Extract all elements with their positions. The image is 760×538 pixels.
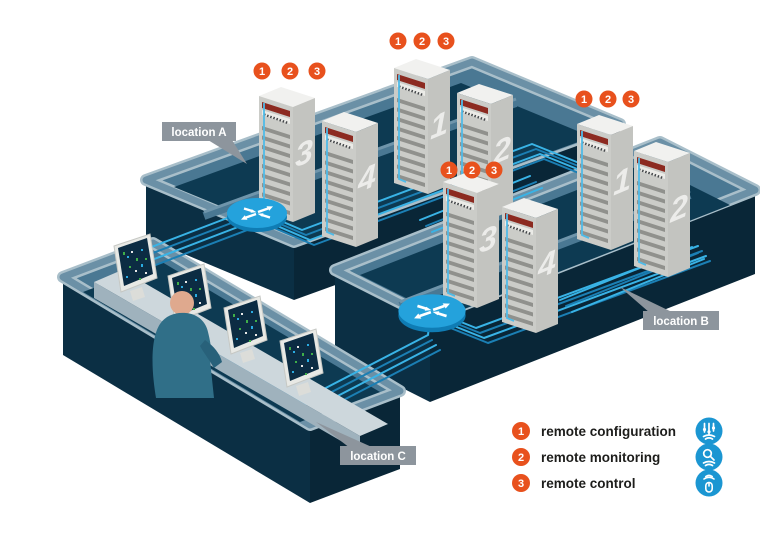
rack-number: 4 [537, 243, 556, 287]
badge-number: 2 [469, 165, 475, 177]
location-c-tag: location C [316, 422, 416, 465]
badge-2 [463, 161, 481, 179]
badge-group-b-back: 1 2 3 [575, 90, 640, 108]
badge-group-a-front: 1 2 3 [253, 62, 326, 80]
location-c-label: location C [350, 451, 406, 463]
legend-badge-number: 1 [518, 426, 524, 438]
badge-2 [599, 90, 617, 108]
racks-location-b-front: 3 4 [441, 171, 560, 335]
tag-box [643, 311, 719, 330]
legend-row-2: 2 remote monitoring [512, 443, 723, 471]
badge-1 [440, 161, 458, 179]
racks-location-a-back: 1 2 [392, 57, 515, 221]
tag-pointer [208, 140, 247, 164]
badge-number: 3 [628, 94, 634, 106]
badge-group-a-back: 1 2 3 [389, 32, 455, 50]
badge-number: 2 [605, 94, 611, 106]
badge-number: 3 [443, 36, 449, 48]
badge-1 [575, 90, 593, 108]
location-a-label: location A [171, 127, 226, 139]
location-a-tag: location A [162, 122, 247, 164]
legend-label-monitoring: remote monitoring [541, 450, 660, 465]
legend-badge-number: 3 [518, 478, 524, 490]
legend-badge-1 [512, 422, 530, 440]
badge-number: 3 [491, 165, 497, 177]
racks-location-a-front: 3 4 [257, 85, 380, 249]
badge-3 [308, 62, 326, 80]
legend-label-configuration: remote configuration [541, 424, 676, 439]
mouse-icon [695, 469, 723, 497]
badge-1 [253, 62, 271, 80]
sliders-icon [695, 417, 723, 445]
badge-2 [413, 32, 431, 50]
legend-label-control: remote control [541, 476, 636, 491]
rack-number: 1 [613, 160, 631, 203]
badge-3 [437, 32, 455, 50]
legend-badge-3 [512, 474, 530, 492]
operator-person [152, 291, 222, 398]
tag-pointer [316, 422, 374, 448]
badge-number: 2 [419, 36, 425, 48]
tag-pointer [620, 287, 674, 313]
legend: 1 remote configuration 2 remote monitori… [512, 417, 723, 497]
badge-number: 1 [259, 66, 265, 78]
tag-box [162, 122, 236, 141]
badge-number: 1 [581, 94, 587, 106]
location-b-label: location B [653, 316, 709, 328]
legend-badge-2 [512, 448, 530, 466]
location-b-tag: location B [620, 287, 719, 330]
badge-3 [622, 90, 640, 108]
racks-location-b-back: 1 2 [575, 113, 692, 279]
platform-b-slab-left [335, 270, 430, 402]
person-body [152, 312, 214, 398]
rack-number: 2 [492, 129, 511, 173]
rack-number: 4 [357, 157, 376, 201]
router-icon-b [397, 292, 467, 334]
badge-1 [389, 32, 407, 50]
router-icon-a [225, 196, 289, 234]
person-head [170, 291, 194, 315]
person-arm [200, 340, 222, 368]
rack-number: 2 [669, 187, 688, 231]
badge-number: 1 [395, 36, 401, 48]
tag-box [340, 446, 416, 465]
badge-number: 3 [314, 66, 320, 78]
badge-3 [485, 161, 503, 179]
badge-2 [281, 62, 299, 80]
platform-b-rim-inner [331, 138, 759, 322]
badge-number: 2 [287, 66, 293, 78]
magnifier-icon [695, 443, 723, 471]
badge-group-b-front: 1 2 3 [440, 161, 503, 179]
rack-number: 3 [479, 218, 497, 261]
legend-row-3: 3 remote control [512, 469, 723, 497]
rack-number: 3 [295, 132, 313, 175]
badge-number: 1 [446, 165, 452, 177]
legend-badge-number: 2 [518, 452, 524, 464]
legend-row-1: 1 remote configuration [512, 417, 723, 445]
rack-number: 1 [430, 104, 448, 147]
